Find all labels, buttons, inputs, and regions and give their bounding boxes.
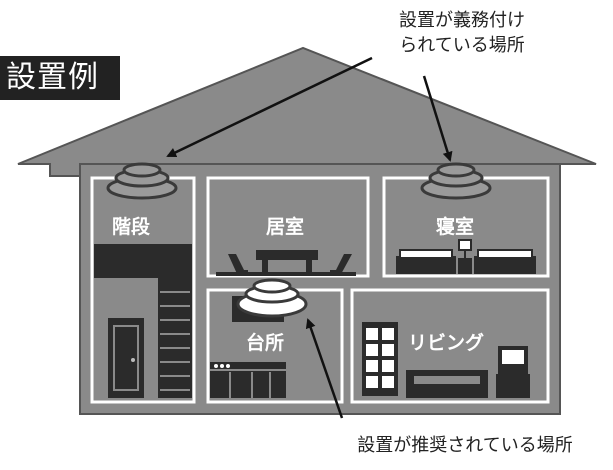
smoke-detector-stairs bbox=[106, 162, 178, 200]
title-label: 設置例 bbox=[0, 56, 120, 100]
door-knob bbox=[131, 358, 135, 362]
room-label-stairs: 階段 bbox=[112, 216, 151, 238]
room-label-bedroom: 寝室 bbox=[436, 216, 475, 238]
beds bbox=[396, 239, 536, 274]
required-callout-line-2: られている場所 bbox=[399, 35, 525, 56]
recommended-location-callout: 設置が推奨されている場所 bbox=[357, 435, 573, 456]
stair-wall bbox=[158, 278, 192, 398]
smoke-detector-kitchen bbox=[236, 278, 308, 318]
tv-screen bbox=[502, 350, 524, 364]
arrow-to-bedroom-detector bbox=[422, 75, 453, 162]
kitchen-counter bbox=[210, 362, 286, 398]
stair-landing bbox=[94, 244, 192, 278]
counter-doors bbox=[210, 369, 286, 398]
stove-burners bbox=[214, 364, 230, 368]
staircase bbox=[160, 291, 190, 391]
arrow-to-stairs-detector bbox=[166, 56, 373, 158]
door-panel bbox=[113, 325, 139, 391]
room-label-living: 居室 bbox=[266, 216, 305, 238]
tv-stand bbox=[496, 374, 530, 398]
required-callout-line-1: 設置が義務付け bbox=[399, 10, 525, 31]
dining-set bbox=[216, 250, 356, 276]
room-label-family-room: リビング bbox=[408, 332, 485, 354]
arrow-to-kitchen-detector bbox=[305, 318, 344, 419]
sofa-cushion bbox=[414, 376, 480, 384]
smoke-detector-bedroom bbox=[420, 162, 492, 200]
room-label-kitchen: 台所 bbox=[246, 332, 285, 354]
bookshelf-cells bbox=[366, 328, 394, 388]
required-location-callout: 設置が義務付け られている場所 bbox=[362, 8, 562, 58]
